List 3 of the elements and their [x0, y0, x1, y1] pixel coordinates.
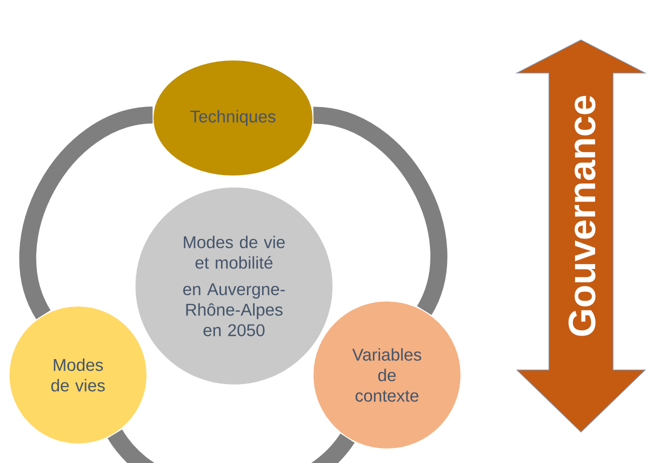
ring-arc [19, 106, 154, 318]
ring-arc [108, 428, 354, 463]
ring-arc [312, 106, 448, 314]
